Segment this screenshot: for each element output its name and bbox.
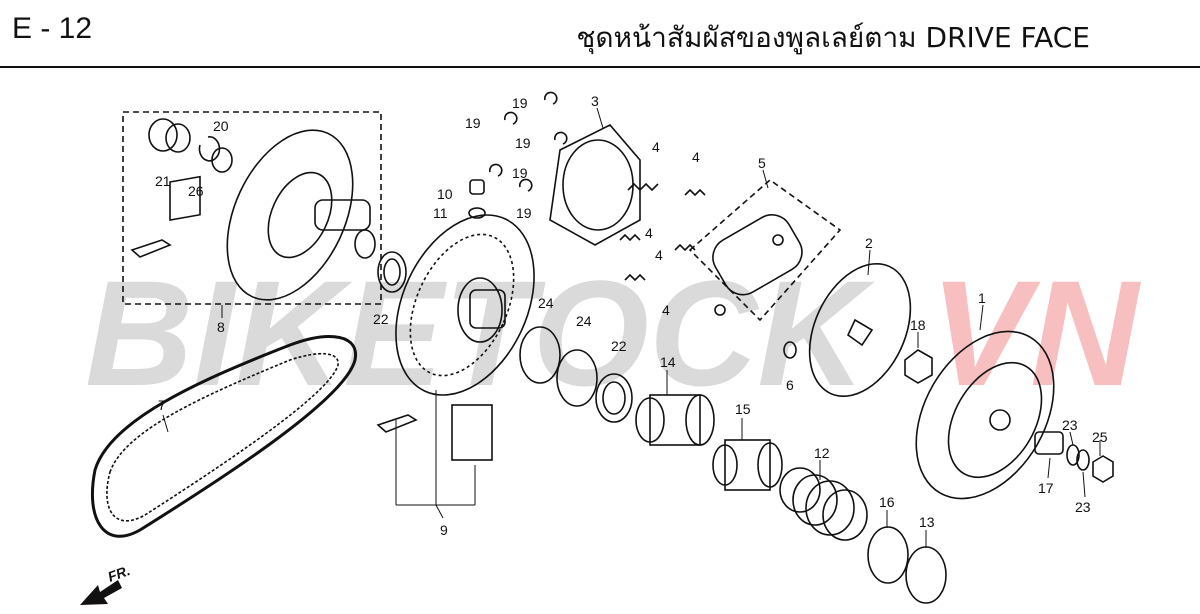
callout: 24 (576, 313, 592, 329)
callout: 17 (1038, 480, 1054, 496)
callout: 4 (655, 247, 663, 263)
ball-bearing (211, 147, 233, 173)
callout: 24 (538, 295, 554, 311)
ring (556, 349, 598, 407)
callout: 4 (662, 302, 670, 318)
circlip (198, 136, 221, 162)
o-ring (1076, 449, 1090, 471)
callout: 19 (512, 165, 528, 181)
page-header: E - 12 ชุดหน้าสัมผัสของพูลเลย์ตาม DRIVE … (0, 0, 1200, 68)
callout: 12 (814, 445, 830, 461)
callout: 3 (591, 93, 599, 109)
ring (905, 546, 947, 604)
callout: 14 (660, 354, 676, 370)
oil-seal (377, 251, 407, 293)
callout: 19 (465, 115, 481, 131)
pin (469, 179, 485, 195)
belt-teeth (106, 352, 339, 522)
ring (519, 326, 561, 384)
small-washer (783, 341, 797, 359)
callout: 2 (865, 235, 873, 251)
callout: 22 (373, 311, 389, 327)
callout: 7 (158, 397, 166, 413)
arrow-icon (80, 580, 122, 605)
callout: 19 (515, 135, 531, 151)
direction-label: FR. (106, 562, 133, 585)
bushing (712, 439, 783, 491)
front-direction-indicator: FR. (80, 562, 132, 605)
page-title: ชุดหน้าสัมผัสของพูลเลย์ตาม DRIVE FACE (576, 21, 1090, 54)
washer (468, 207, 486, 219)
callout: 8 (217, 319, 225, 335)
needle-bearing (148, 118, 191, 153)
grease-label-icon (376, 404, 493, 461)
drive-belt (90, 335, 357, 538)
callout: 18 (910, 317, 926, 333)
collar (1034, 431, 1064, 455)
callout: 10 (437, 186, 453, 202)
callout: 5 (758, 155, 766, 171)
callout: 9 (440, 522, 448, 538)
drive-pulley (226, 129, 376, 301)
callout: 19 (512, 95, 528, 111)
grease-tube-icon (130, 175, 201, 258)
callout: 13 (919, 514, 935, 530)
callout: 20 (213, 118, 229, 134)
clutch-outer (915, 330, 1055, 500)
callout: 19 (516, 205, 532, 221)
callout-labels: 19 19 19 19 19 3 4 4 4 4 4 5 2 1 10 11 2… (155, 93, 1108, 538)
oil-seal (595, 373, 633, 423)
page-code: E - 12 (12, 12, 93, 45)
watermark-text-right: VN (930, 249, 1141, 417)
leader-lines (162, 107, 1101, 548)
callout: 15 (735, 401, 751, 417)
callout: 4 (652, 139, 660, 155)
callout: 23 (1075, 499, 1091, 515)
watermark-text-left: BIKETOCK (85, 249, 875, 417)
watermark: BIKETOCK VN (85, 249, 1141, 417)
callout: 4 (692, 149, 700, 165)
callout: 1 (978, 290, 986, 306)
pulley-assembly-box (122, 111, 382, 305)
callout: 21 (155, 173, 171, 189)
callout: 23 (1062, 417, 1078, 433)
callout: 25 (1092, 429, 1108, 445)
callout: 26 (188, 183, 204, 199)
cap-nut (1092, 455, 1114, 483)
callout: 11 (433, 205, 448, 221)
callout: 22 (611, 338, 627, 354)
header-divider (0, 66, 1200, 68)
drive-collar (635, 394, 715, 446)
movable-drive-face (395, 214, 535, 396)
nut (904, 349, 933, 384)
clutch-shoe-box (688, 178, 842, 322)
clutch-plate (808, 262, 912, 398)
ring (867, 526, 909, 584)
face-spring (779, 467, 868, 541)
callout: 16 (879, 494, 895, 510)
springs (619, 182, 706, 282)
clutch-shoes (712, 214, 803, 316)
callout: 4 (645, 225, 653, 241)
callout: 6 (786, 377, 794, 393)
e-clips (489, 91, 568, 192)
